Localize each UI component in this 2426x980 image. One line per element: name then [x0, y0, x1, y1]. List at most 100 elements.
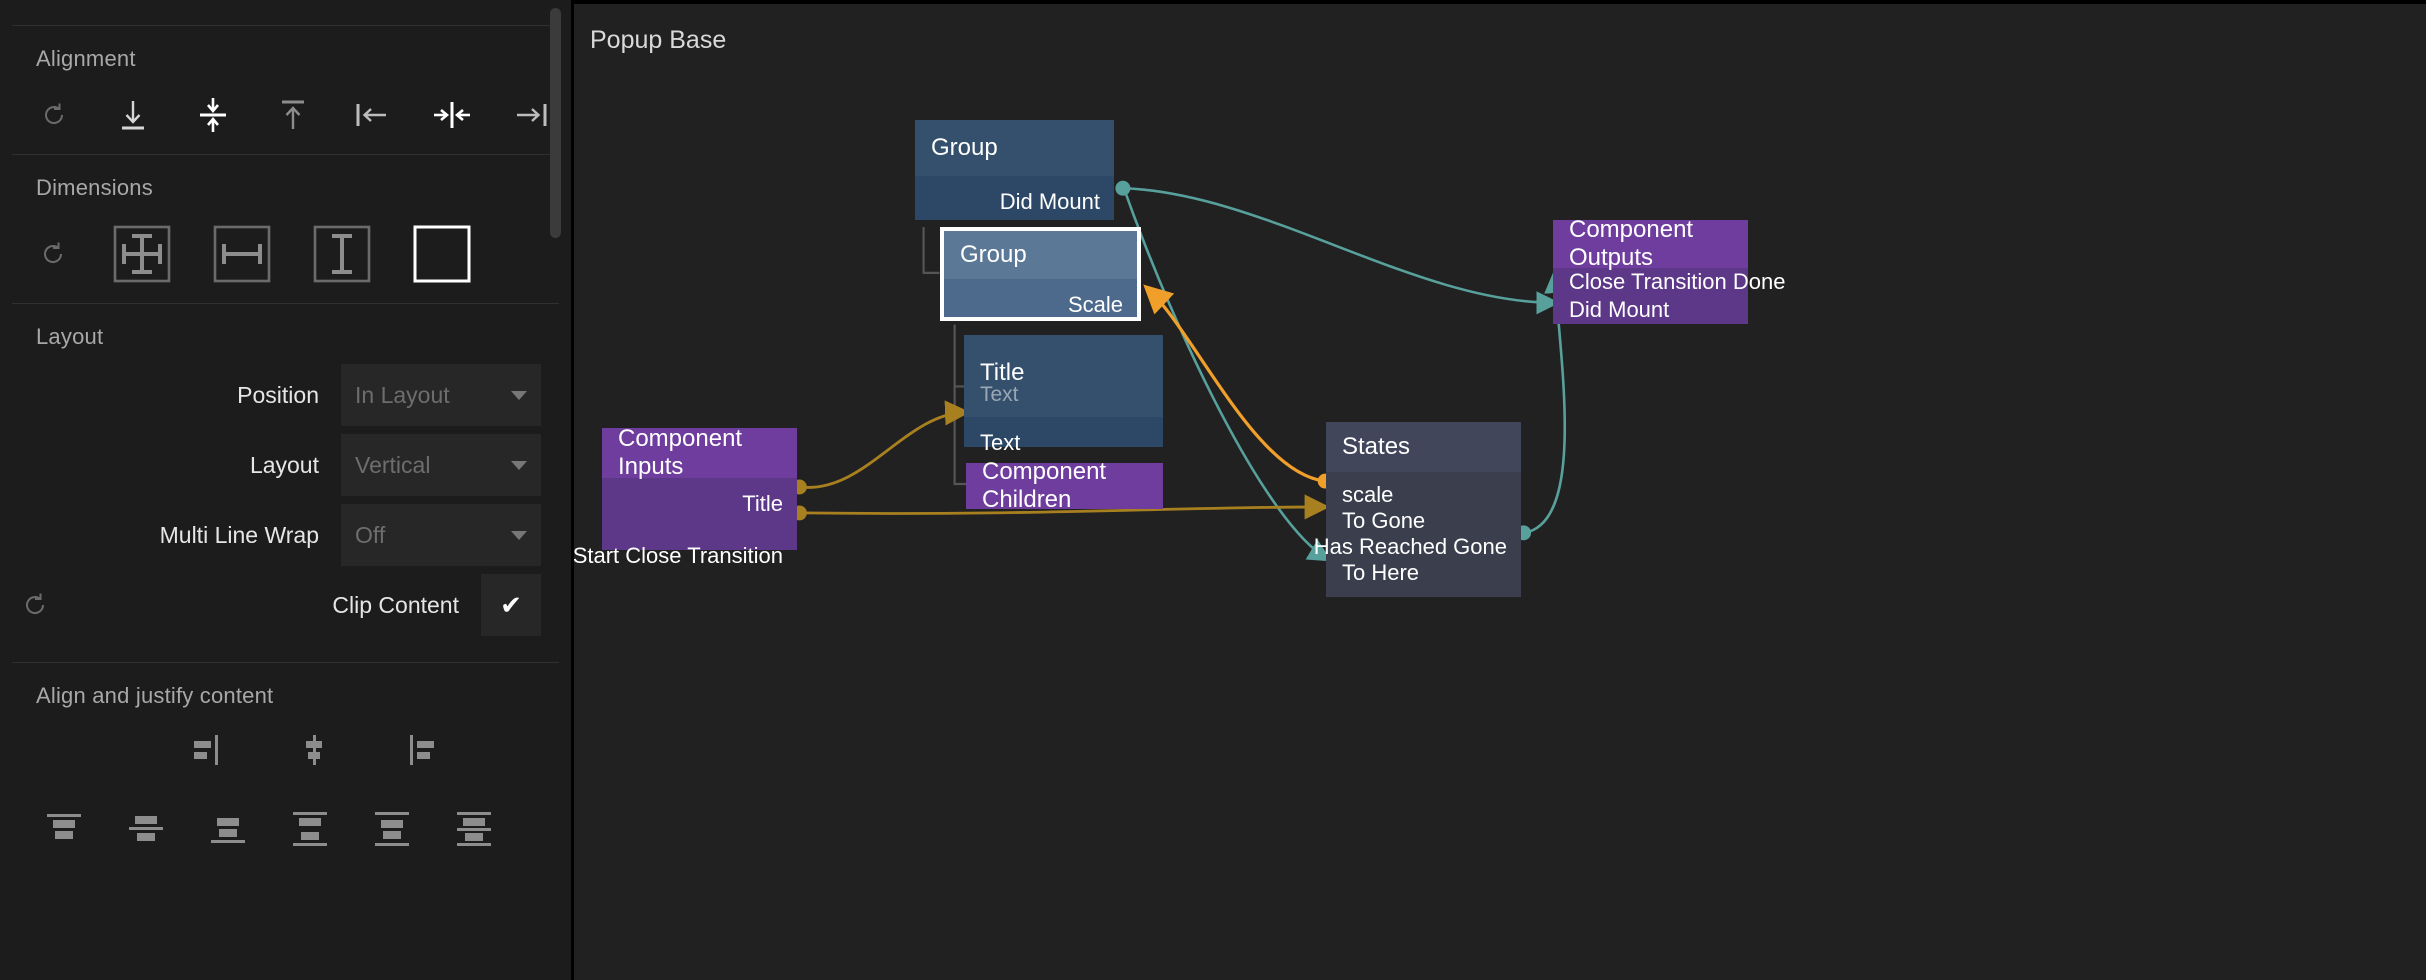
size-both-icon[interactable]	[92, 215, 192, 293]
justify-start-icon[interactable]	[180, 722, 236, 778]
layout-properties: Position In Layout Layout Vertical	[0, 354, 571, 662]
node-graph-canvas[interactable]: Popup Base	[574, 0, 2426, 980]
multi-line-wrap-value: Off	[355, 521, 386, 548]
node-component-inputs[interactable]: Component Inputs Title Start Close Trans…	[574, 425, 797, 568]
size-height-icon[interactable]	[292, 215, 392, 293]
reset-icon[interactable]	[14, 81, 94, 149]
port-label-did-mount: Did Mount	[999, 189, 1100, 214]
port-row-text[interactable]: Text	[964, 417, 1163, 469]
multi-line-wrap-select[interactable]: Off	[341, 504, 541, 566]
layout-section-title: Layout	[36, 324, 104, 349]
node-title: States	[1326, 422, 1521, 472]
node-body: Close Transition Done Did Mount	[1553, 268, 1785, 324]
property-row-multi-line-wrap: Multi Line Wrap Off	[0, 500, 571, 570]
node-subtitle: Text	[980, 383, 1019, 406]
graph-title: Popup Base	[590, 26, 727, 54]
align-bottom-icon[interactable]	[94, 81, 174, 149]
port-label-title: Title	[742, 491, 783, 516]
node-body: Scale	[944, 279, 1137, 317]
chevron-down-icon	[511, 460, 527, 470]
node-title: Title	[980, 359, 1025, 386]
port-label-close-transition-done: Close Transition Done	[1569, 269, 1786, 294]
node-group-inner-selected[interactable]: Group Scale	[940, 227, 1141, 321]
clip-content-checkbox[interactable]: ✔	[481, 574, 541, 636]
port-label-did-mount: Did Mount	[1569, 297, 1670, 322]
node-states[interactable]: States scale To Gone Has Reached Gone To…	[1314, 422, 1521, 597]
port-row-did-mount[interactable]: Did Mount	[1553, 296, 1748, 324]
node-title: Group	[915, 120, 1114, 176]
multi-line-wrap-label: Multi Line Wrap	[159, 521, 319, 548]
reset-icon[interactable]	[0, 590, 70, 620]
size-width-icon[interactable]	[192, 215, 292, 293]
alignment-icon-row	[0, 76, 571, 154]
wire-title-to-text	[800, 400, 971, 489]
vertical-scrollbar[interactable]	[550, 8, 561, 238]
dimensions-icon-row	[0, 205, 571, 303]
divider	[12, 154, 559, 155]
node-body: Did Mount	[915, 176, 1114, 220]
wire-startclose-to-togone	[800, 494, 1330, 520]
align-content-row	[0, 787, 571, 871]
size-fixed-icon[interactable]	[392, 215, 492, 293]
node-title: Component Children	[982, 458, 1107, 513]
align-vertical-center-icon[interactable]	[173, 81, 253, 149]
align-justify-section: Align and justify content	[0, 663, 571, 871]
align-top-icon[interactable]	[253, 81, 333, 149]
node-title: Component Inputs	[602, 425, 797, 480]
align-content-space-around-icon[interactable]	[364, 801, 420, 857]
justify-content-row	[0, 713, 571, 787]
chevron-down-icon	[511, 530, 527, 540]
port-dot-did-mount	[1115, 180, 1131, 196]
align-content-space-between-icon[interactable]	[282, 801, 338, 857]
node-header: Title Text	[964, 335, 1163, 417]
inspector-panel: Alignment	[0, 0, 574, 980]
port-row-close-transition-done[interactable]: Close Transition Done	[1553, 268, 1785, 296]
node-body: scale To Gone Has Reached Gone To Here	[1314, 482, 1521, 607]
port-row-did-mount[interactable]: Did Mount	[915, 176, 1114, 228]
property-row-layout: Layout Vertical	[0, 430, 571, 500]
divider	[12, 303, 559, 304]
node-title-text[interactable]: Title Text Text	[964, 335, 1163, 455]
align-content-start-icon[interactable]	[36, 801, 92, 857]
node-body: Title Start Close Transition	[574, 478, 797, 568]
position-select[interactable]: In Layout	[341, 364, 541, 426]
dimensions-section: Dimensions	[0, 155, 571, 303]
layout-label: Layout	[249, 451, 319, 478]
align-justify-section-title: Align and justify content	[36, 683, 274, 708]
node-component-children[interactable]: Component Children	[966, 458, 1163, 513]
property-row-position: Position In Layout	[0, 360, 571, 430]
port-row-title[interactable]: Title	[602, 478, 797, 530]
align-horizontal-center-icon[interactable]	[412, 81, 492, 149]
wire-didmount-to-outputs	[1123, 186, 1560, 315]
align-content-center-icon[interactable]	[118, 801, 174, 857]
port-row-has-reached-gone[interactable]: Has Reached Gone	[1314, 534, 1521, 560]
dimensions-section-title: Dimensions	[36, 175, 153, 200]
port-row-scale[interactable]: Scale	[944, 279, 1137, 331]
port-row-to-here[interactable]: To Here	[1326, 560, 1521, 586]
layout-section: Layout Position In Layout Layout Vertica…	[0, 304, 571, 662]
port-row-scale[interactable]: scale	[1326, 482, 1521, 508]
port-label-scale: Scale	[1067, 292, 1123, 317]
port-label-text: Text	[980, 430, 1021, 455]
layout-select[interactable]: Vertical	[341, 434, 541, 496]
node-group-outer[interactable]: Group Did Mount	[915, 120, 1114, 220]
port-label-to-here: To Here	[1342, 560, 1420, 585]
justify-center-icon[interactable]	[286, 722, 342, 778]
port-row-to-gone[interactable]: To Gone	[1326, 508, 1521, 534]
align-content-end-icon[interactable]	[200, 801, 256, 857]
divider	[12, 25, 559, 26]
node-component-outputs[interactable]: Component Outputs Close Transition Done …	[1553, 216, 1785, 324]
wire-didmount-to-tohere	[1122, 187, 1332, 562]
port-label-has-reached-gone: Has Reached Gone	[1313, 534, 1507, 559]
reset-icon[interactable]	[14, 215, 92, 293]
align-content-space-evenly-icon[interactable]	[446, 801, 502, 857]
justify-end-icon[interactable]	[392, 722, 448, 778]
align-right-icon[interactable]	[491, 81, 571, 149]
node-title: Component Outputs	[1553, 216, 1748, 271]
align-left-icon[interactable]	[332, 81, 412, 149]
clip-content-label: Clip Content	[332, 591, 459, 618]
layout-value: Vertical	[355, 451, 431, 478]
alignment-section: Alignment	[0, 26, 571, 154]
port-row-start-close-transition[interactable]: Start Close Transition	[574, 530, 797, 582]
